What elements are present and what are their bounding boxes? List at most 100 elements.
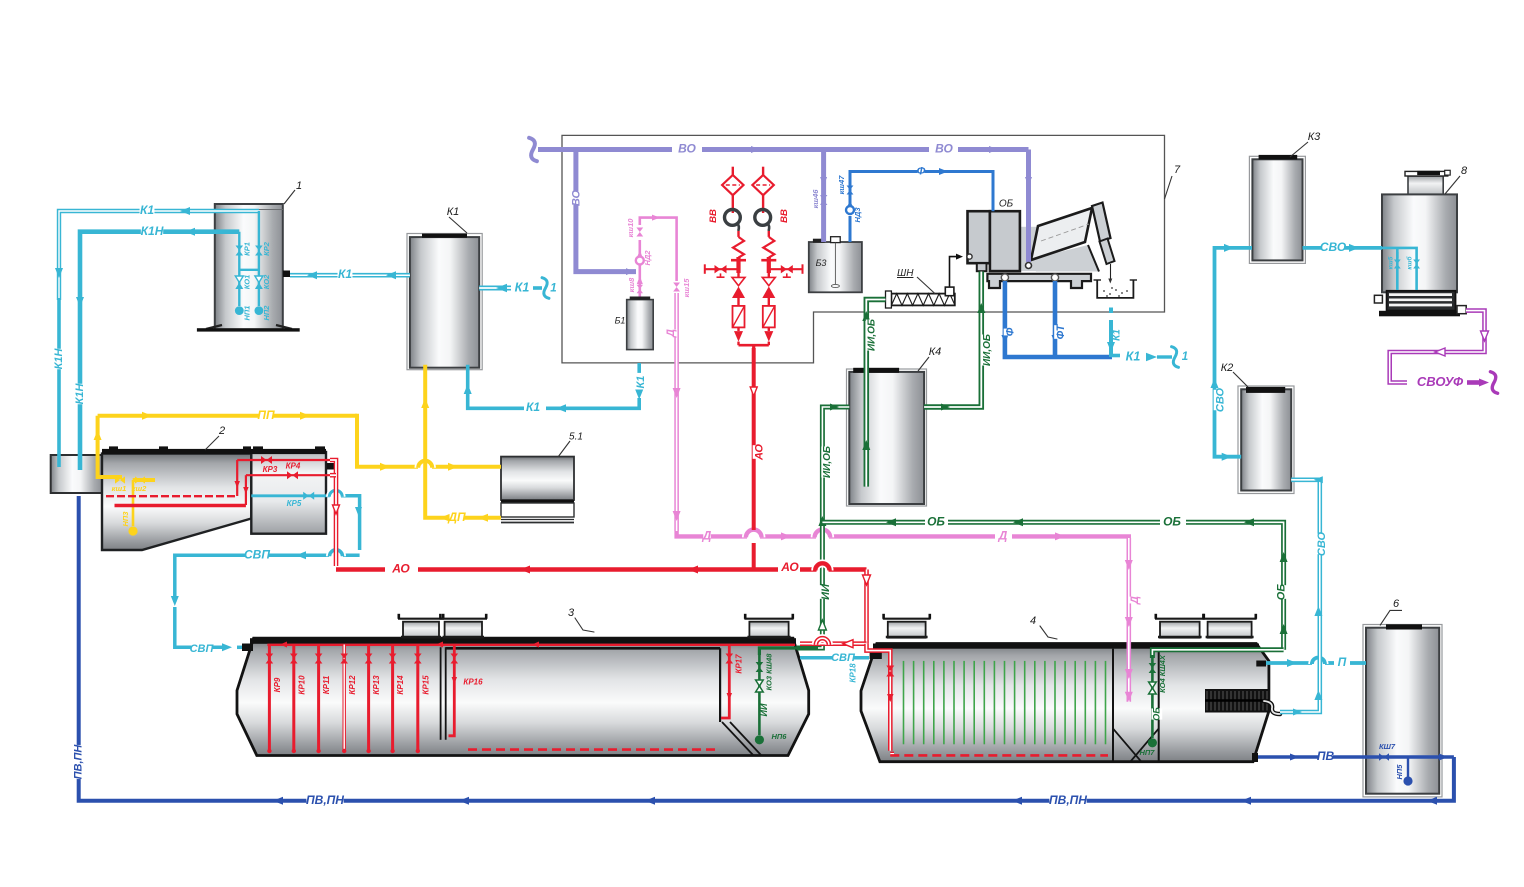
svg-text:ОБ: ОБ <box>1275 584 1287 601</box>
svg-text:К1: К1 <box>338 267 352 281</box>
svg-text:Д: Д <box>665 329 677 338</box>
svg-text:К1: К1 <box>635 376 647 389</box>
svg-text:СВОУФ: СВОУФ <box>1417 374 1464 389</box>
svg-text:Ф: Ф <box>917 165 926 177</box>
svg-text:К1Н: К1Н <box>53 348 65 370</box>
svg-text:КО4 КШ4Х: КО4 КШ4Х <box>1158 654 1167 693</box>
svg-text:КР4: КР4 <box>286 462 301 471</box>
svg-text:Д: Д <box>1129 596 1141 605</box>
svg-text:НП7: НП7 <box>1140 748 1156 757</box>
svg-text:К1: К1 <box>1126 349 1141 363</box>
svg-text:ФТ: ФТ <box>1055 323 1067 339</box>
svg-text:1: 1 <box>1182 351 1188 363</box>
svg-text:ОБ: ОБ <box>1163 514 1181 528</box>
svg-text:Ф: Ф <box>1004 327 1016 336</box>
svg-text:КР9: КР9 <box>273 677 282 692</box>
svg-text:ОБ: ОБ <box>927 514 945 528</box>
svg-text:КО2: КО2 <box>262 274 271 289</box>
svg-text:кш5: кш5 <box>1388 256 1395 269</box>
svg-text:КР10: КР10 <box>297 675 306 695</box>
svg-text:ИИ: ИИ <box>759 703 769 716</box>
svg-text:2: 2 <box>218 425 225 437</box>
svg-text:ПВ: ПВ <box>1317 749 1335 763</box>
svg-text:СВО: СВО <box>1214 387 1226 412</box>
svg-text:КР2: КР2 <box>262 241 271 256</box>
svg-text:ОБ: ОБ <box>999 199 1014 210</box>
svg-text:К1: К1 <box>447 206 460 218</box>
svg-text:ИИ,ОБ: ИИ,ОБ <box>867 319 878 351</box>
svg-text:К1: К1 <box>515 280 530 294</box>
svg-text:КР18: КР18 <box>849 663 858 683</box>
svg-text:ПВ,ПН: ПВ,ПН <box>1049 793 1087 807</box>
svg-text:1: 1 <box>296 180 302 192</box>
svg-text:кш46: кш46 <box>811 189 820 209</box>
svg-text:ПВ,ПН: ПВ,ПН <box>73 744 85 780</box>
svg-text:К4: К4 <box>929 346 942 358</box>
svg-text:6: 6 <box>1393 598 1400 610</box>
svg-text:кш2: кш2 <box>132 484 147 493</box>
svg-text:П: П <box>1338 655 1347 669</box>
svg-text:8: 8 <box>1461 165 1468 177</box>
svg-text:ПП: ПП <box>257 408 275 422</box>
svg-text:КР13: КР13 <box>372 675 381 695</box>
svg-text:1: 1 <box>550 283 556 295</box>
svg-text:НД3: НД3 <box>853 207 862 223</box>
svg-text:НП2: НП2 <box>262 305 271 321</box>
svg-text:НП3: НП3 <box>121 511 130 527</box>
svg-text:СВО: СВО <box>1320 240 1347 254</box>
svg-text:К1Н: К1Н <box>141 224 164 238</box>
svg-text:ВО: ВО <box>678 142 696 156</box>
svg-text:кш8: кш8 <box>627 277 636 292</box>
svg-text:СВП: СВП <box>831 652 856 664</box>
svg-text:кш15: кш15 <box>682 278 691 298</box>
svg-text:СВП: СВП <box>190 643 215 655</box>
svg-text:К1: К1 <box>140 203 154 217</box>
svg-text:4: 4 <box>1030 615 1036 627</box>
svg-text:АО: АО <box>391 562 410 576</box>
svg-text:ДП: ДП <box>447 510 466 524</box>
svg-text:КР3: КР3 <box>263 465 278 474</box>
svg-text:КР17: КР17 <box>735 654 744 674</box>
svg-text:КР15: КР15 <box>421 675 430 695</box>
svg-text:ВВ: ВВ <box>779 209 790 223</box>
svg-text:ОБ: ОБ <box>1151 707 1161 721</box>
svg-text:КО3 КШ48: КО3 КШ48 <box>764 653 773 691</box>
svg-text:кш47: кш47 <box>837 175 846 195</box>
svg-text:ПВ,ПН: ПВ,ПН <box>306 793 344 807</box>
svg-text:ИИ,ОБ: ИИ,ОБ <box>822 446 833 478</box>
svg-text:ВВ: ВВ <box>708 209 719 223</box>
svg-text:КР14: КР14 <box>396 675 405 695</box>
svg-text:Б3: Б3 <box>816 258 827 268</box>
svg-text:К1: К1 <box>526 400 540 414</box>
svg-text:К1: К1 <box>1112 329 1123 341</box>
svg-text:Д: Д <box>702 529 712 543</box>
svg-text:КР11: КР11 <box>322 675 331 694</box>
svg-text:КР12: КР12 <box>348 675 357 695</box>
svg-text:КР16: КР16 <box>463 678 483 687</box>
svg-text:НД2: НД2 <box>643 250 652 266</box>
svg-text:ВО: ВО <box>570 189 582 206</box>
svg-text:кш10: кш10 <box>626 218 635 238</box>
svg-text:НП6: НП6 <box>772 732 788 741</box>
svg-text:НП5: НП5 <box>1395 764 1404 780</box>
svg-text:КО1: КО1 <box>242 275 251 290</box>
svg-text:СВО: СВО <box>1316 531 1328 556</box>
svg-text:НП1: НП1 <box>242 306 251 321</box>
svg-text:ИИ,ОБ: ИИ,ОБ <box>982 334 993 366</box>
svg-text:КШ7: КШ7 <box>1379 742 1396 751</box>
svg-text:7: 7 <box>1174 164 1181 176</box>
svg-text:Б1: Б1 <box>615 315 626 325</box>
svg-text:АО: АО <box>753 444 765 461</box>
svg-text:Д: Д <box>998 529 1008 543</box>
svg-text:К3: К3 <box>1308 131 1321 143</box>
svg-text:кш1: кш1 <box>112 484 127 493</box>
svg-text:КР5: КР5 <box>287 499 302 508</box>
svg-text:3: 3 <box>568 607 575 619</box>
svg-text:СВП: СВП <box>244 547 270 561</box>
svg-text:5.1: 5.1 <box>569 432 583 443</box>
svg-text:КР1: КР1 <box>242 242 251 256</box>
svg-text:ИИ: ИИ <box>820 583 832 600</box>
svg-text:К2: К2 <box>1221 362 1234 374</box>
svg-text:АО: АО <box>780 560 799 574</box>
svg-text:К1Н: К1Н <box>74 383 86 405</box>
